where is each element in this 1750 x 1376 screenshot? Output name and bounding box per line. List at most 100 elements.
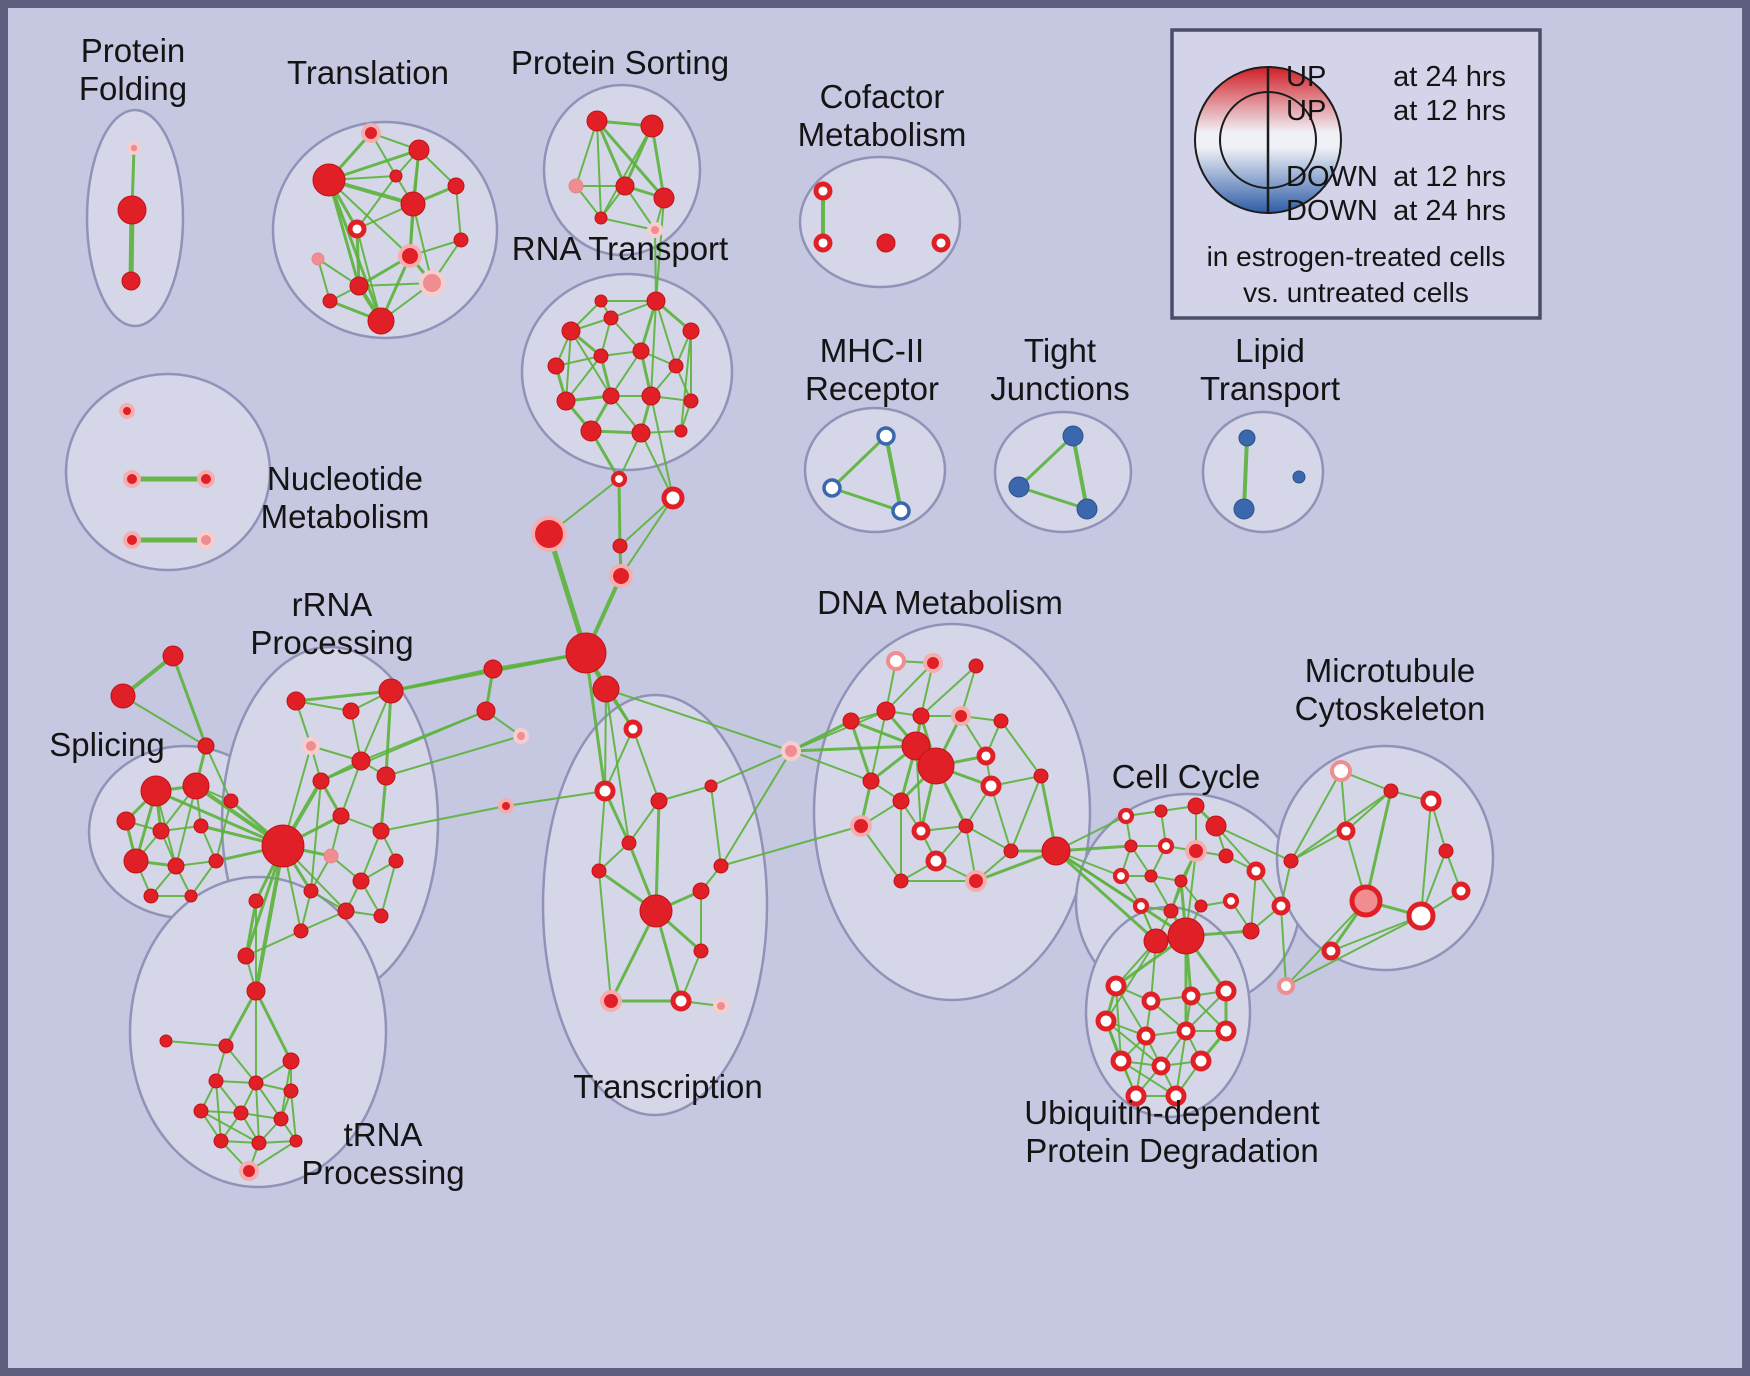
gene-node xyxy=(1438,843,1454,859)
gene-node xyxy=(602,387,620,405)
gene-node xyxy=(1095,1010,1117,1032)
cluster-cofactor-metabolism xyxy=(798,155,962,289)
gene-node xyxy=(965,870,987,892)
gene-node xyxy=(289,1134,303,1148)
gene-node xyxy=(218,1038,234,1054)
gene-node xyxy=(237,947,255,965)
gene-node xyxy=(647,222,663,238)
gene-node xyxy=(152,822,170,840)
gene-node xyxy=(713,858,729,874)
gene-node xyxy=(674,424,688,438)
gene-node xyxy=(976,746,996,766)
gene-node xyxy=(1283,853,1299,869)
gene-node xyxy=(419,270,445,296)
network-edge xyxy=(710,750,792,787)
gene-node xyxy=(842,712,860,730)
network-edge xyxy=(565,330,572,402)
gene-node xyxy=(349,276,369,296)
network-edge xyxy=(720,825,862,867)
gene-node xyxy=(140,775,172,807)
cluster-label-ubiquitin-degradation: Ubiquitin-dependent xyxy=(1024,1094,1319,1131)
network-edge xyxy=(598,870,612,1002)
gene-node xyxy=(476,701,496,721)
gene-node xyxy=(568,178,584,194)
node-layer xyxy=(110,110,1471,1181)
gene-node xyxy=(661,486,685,510)
gene-node xyxy=(565,632,607,674)
gene-node xyxy=(378,678,404,704)
gene-node xyxy=(117,195,147,225)
gene-node xyxy=(1163,903,1179,919)
gene-node xyxy=(670,990,692,1012)
network-edge xyxy=(658,785,712,802)
cluster-nucleotide-metabolism xyxy=(64,372,272,572)
gene-node xyxy=(162,645,184,667)
gene-node xyxy=(1238,429,1256,447)
network-edge xyxy=(360,830,382,882)
gene-node xyxy=(447,177,465,195)
gene-node xyxy=(159,1034,173,1048)
gene-node xyxy=(167,857,185,875)
cluster-label-protein-folding: Protein xyxy=(81,32,186,69)
gene-node xyxy=(632,342,650,360)
network-edge xyxy=(1215,825,1292,862)
gene-node xyxy=(1136,1026,1156,1046)
gene-node xyxy=(1321,941,1341,961)
network-edge xyxy=(790,750,872,782)
network-edge xyxy=(1017,485,1089,511)
cluster-label-mhc-ii-receptor: MHC-II xyxy=(820,332,924,369)
network-edge xyxy=(830,434,888,490)
gene-node xyxy=(116,811,136,831)
network-edge xyxy=(327,178,383,323)
gene-node xyxy=(1233,498,1255,520)
cluster-label-trna-processing: tRNA xyxy=(344,1116,423,1153)
network-edge xyxy=(604,728,634,792)
gene-node xyxy=(367,307,395,335)
gene-node xyxy=(1292,470,1306,484)
network-edge xyxy=(1290,830,1347,862)
gene-node xyxy=(1174,874,1188,888)
gene-node xyxy=(1033,768,1049,784)
network-edge xyxy=(570,330,612,397)
gene-node xyxy=(273,1111,289,1127)
gene-node xyxy=(193,818,209,834)
cluster-label-cell-cycle: Cell Cycle xyxy=(1112,758,1261,795)
gene-node xyxy=(498,798,514,814)
gene-node xyxy=(143,888,159,904)
gene-node xyxy=(1124,839,1138,853)
gene-node xyxy=(223,793,239,809)
network-edge xyxy=(1420,800,1432,917)
gene-node xyxy=(531,516,567,552)
gene-node xyxy=(609,564,633,588)
network-edge xyxy=(655,197,665,302)
network-edge xyxy=(1364,789,1393,903)
gene-node xyxy=(650,792,668,810)
network-edge xyxy=(225,1045,257,1084)
gene-node xyxy=(332,807,350,825)
gene-node xyxy=(1105,975,1127,997)
gene-node xyxy=(372,822,390,840)
gene-node xyxy=(1144,869,1158,883)
cluster-label-nucleotide-metabolism: Nucleotide xyxy=(267,460,423,497)
network-edge xyxy=(205,745,232,802)
gene-node xyxy=(1406,901,1436,931)
cluster-label-protein-sorting: Protein Sorting xyxy=(511,44,729,81)
network-edge xyxy=(619,497,674,547)
network-edge xyxy=(565,355,602,402)
gene-node xyxy=(1185,840,1207,862)
legend-direction-label: UP xyxy=(1286,95,1326,127)
gene-node xyxy=(594,211,608,225)
gene-node xyxy=(119,403,135,419)
network-edge xyxy=(1071,434,1089,511)
gene-node xyxy=(822,478,842,498)
gene-node xyxy=(123,531,141,549)
network-edge xyxy=(310,780,322,892)
network-edge xyxy=(1290,770,1342,862)
network-edge xyxy=(596,120,602,219)
network-edge xyxy=(1017,434,1075,489)
gene-node xyxy=(302,737,320,755)
gene-node xyxy=(1167,917,1205,955)
gene-node xyxy=(283,1083,299,1099)
network-edge xyxy=(1115,985,1122,1062)
